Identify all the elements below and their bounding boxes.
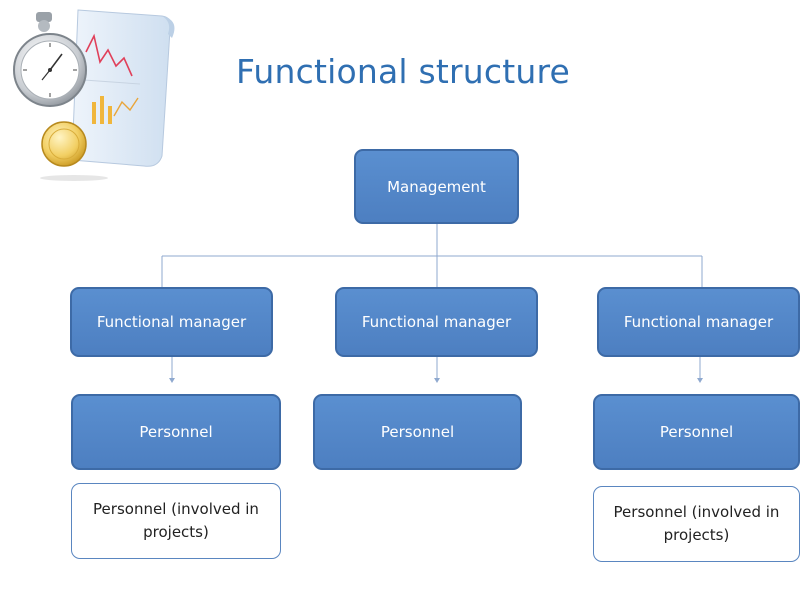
personnel-box-2: Personnel bbox=[313, 394, 522, 470]
personnel-label: Personnel bbox=[659, 423, 734, 441]
functional-manager-box-3: Functional manager bbox=[597, 287, 800, 357]
functional-manager-label: Functional manager bbox=[361, 313, 512, 331]
project-personnel-box-1: Personnel (involved in projects) bbox=[71, 483, 281, 559]
functional-manager-box-2: Functional manager bbox=[335, 287, 538, 357]
personnel-box-1: Personnel bbox=[71, 394, 281, 470]
functional-manager-label: Functional manager bbox=[96, 313, 247, 331]
personnel-box-3: Personnel bbox=[593, 394, 800, 470]
management-box: Management bbox=[354, 149, 519, 224]
personnel-label: Personnel bbox=[380, 423, 455, 441]
project-personnel-label: Personnel (involved in projects) bbox=[613, 503, 780, 544]
functional-manager-box-1: Functional manager bbox=[70, 287, 273, 357]
stopwatch-report-clipart-icon bbox=[13, 9, 175, 181]
project-personnel-box-2: Personnel (involved in projects) bbox=[593, 486, 800, 562]
management-label: Management bbox=[387, 177, 486, 196]
project-personnel-label: Personnel (involved in projects) bbox=[93, 500, 259, 541]
personnel-label: Personnel bbox=[139, 423, 213, 441]
functional-manager-label: Functional manager bbox=[623, 313, 774, 331]
page-title: Functional structure bbox=[236, 52, 570, 91]
